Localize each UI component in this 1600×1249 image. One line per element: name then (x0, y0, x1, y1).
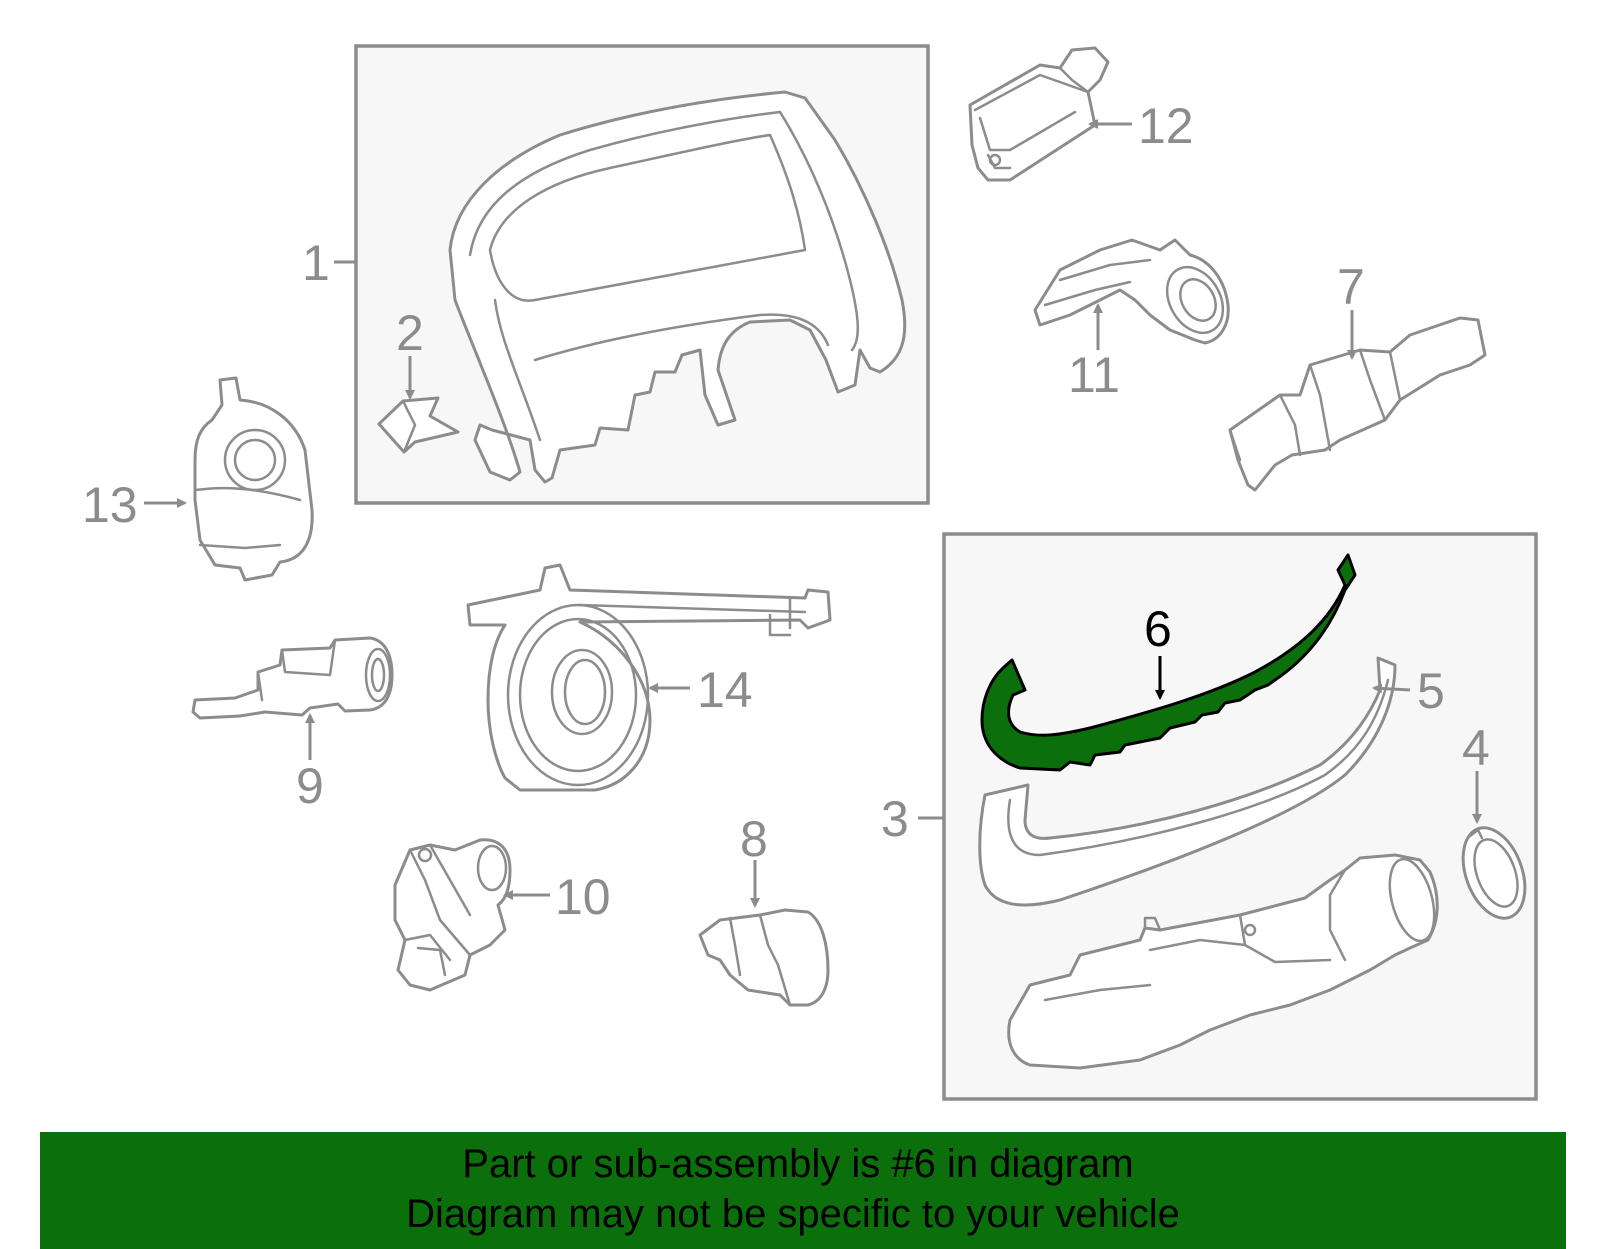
callout-1: 1 (302, 235, 330, 291)
leader-5 (1372, 683, 1411, 694)
banner-line-1: Part or sub-assembly is #6 in diagram (462, 1142, 1134, 1186)
callout-12: 12 (1138, 98, 1194, 154)
callout-2: 2 (396, 305, 424, 361)
part-7-stalk-switch[interactable] (1228, 316, 1487, 492)
part-1-cluster-bezel[interactable] (448, 90, 907, 484)
part-2-clip[interactable] (377, 396, 460, 454)
part-8-trim[interactable] (698, 908, 830, 1007)
callout-6: 6 (1144, 601, 1172, 657)
part-11-switch[interactable] (1033, 238, 1234, 345)
callout-8: 8 (740, 811, 768, 867)
callout-9: 9 (296, 758, 324, 814)
callout-4: 4 (1462, 720, 1490, 776)
info-banner: Part or sub-assembly is #6 in diagram Di… (40, 1132, 1566, 1249)
callout-10: 10 (555, 869, 611, 925)
part-12-module[interactable] (968, 46, 1110, 182)
part-14-clock-spring[interactable] (466, 563, 832, 792)
callout-3: 3 (881, 791, 909, 847)
part-9-lock-cylinder[interactable] (191, 636, 394, 720)
part-4-ring[interactable] (1452, 819, 1537, 926)
part-5-panel[interactable] (978, 656, 1397, 907)
part-13-sensor[interactable] (193, 376, 314, 582)
part-10-switch[interactable] (393, 838, 512, 992)
callout-11: 11 (1068, 347, 1120, 403)
callout-14: 14 (697, 662, 753, 718)
part-6-highlighted-panel[interactable] (980, 553, 1357, 772)
callout-13: 13 (82, 477, 138, 533)
callout-5: 5 (1417, 663, 1445, 719)
part-3-column-shroud[interactable] (1007, 853, 1442, 1070)
callout-7: 7 (1337, 259, 1365, 315)
banner-line-2: Diagram may not be specific to your vehi… (406, 1192, 1180, 1236)
